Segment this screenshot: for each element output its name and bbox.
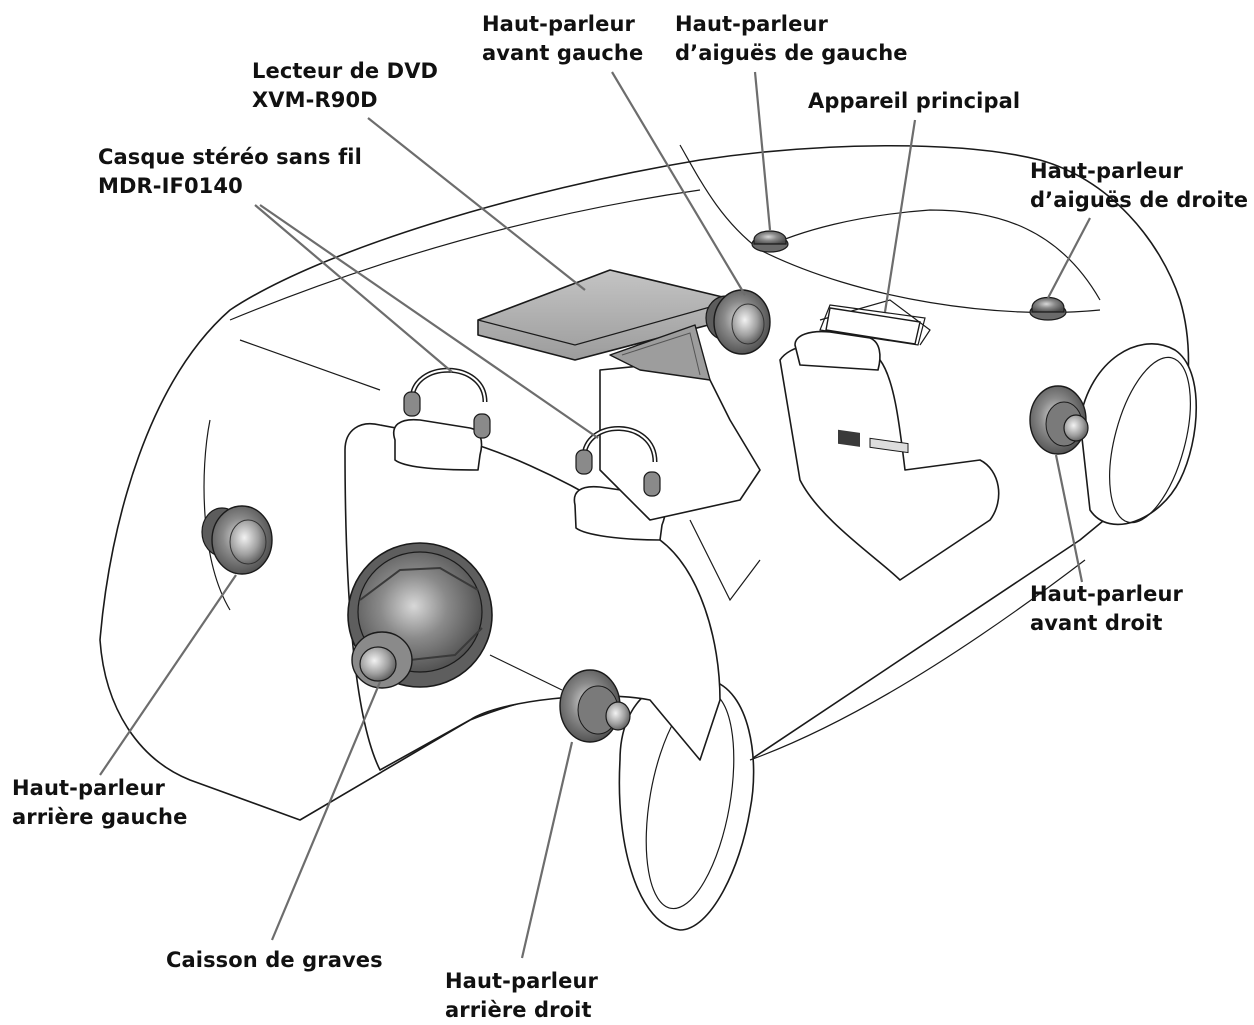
label-subwoofer-line1: Caisson de graves	[166, 948, 383, 972]
label-rear-left-line1: Haut-parleur	[12, 776, 165, 800]
label-main-unit-line1: Appareil principal	[808, 89, 1021, 113]
leader-headphones-2	[259, 204, 599, 439]
leader-lines	[99, 71, 1091, 959]
rear-left-speaker	[201, 505, 273, 575]
leader-main-unit	[883, 119, 917, 313]
leader-dvd	[367, 117, 586, 291]
tweeter-left	[751, 230, 789, 253]
leader-headphones-1	[254, 204, 453, 373]
main-unit-head	[825, 307, 921, 454]
front-left-speaker	[705, 289, 771, 355]
front-right-speaker	[1029, 385, 1089, 455]
label-headphones-line2: MDR-IF0140	[98, 174, 243, 198]
label-tweeter-left-line1: Haut-parleur	[675, 12, 828, 36]
label-tweeter-left-line2: d’aiguës de gauche	[675, 41, 908, 65]
label-tweeter-right-line1: Haut-parleur	[1030, 159, 1183, 183]
label-dvd-line1: Lecteur de DVD	[252, 59, 439, 83]
label-headphones-line1: Casque stéréo sans fil	[98, 145, 362, 169]
label-front-left-speaker: Haut-parleur avant gauche	[482, 10, 643, 68]
dvd-player-unit	[477, 269, 736, 381]
label-tweeter-left: Haut-parleur d’aiguës de gauche	[675, 10, 908, 68]
rear-right-speaker	[559, 669, 631, 743]
label-front-left-line2: avant gauche	[482, 41, 644, 65]
label-headphones: Casque stéréo sans fil MDR-IF0140	[98, 143, 362, 201]
leader-rear-right	[520, 741, 574, 959]
label-rear-left-line2: arrière gauche	[12, 805, 188, 829]
leader-front-right	[1054, 454, 1084, 583]
tweeter-right	[1029, 296, 1067, 321]
label-tweeter-right-line2: d’aiguës de droite	[1030, 188, 1249, 212]
leader-rear-left	[99, 574, 237, 776]
leader-front-left	[611, 71, 746, 296]
label-front-right-line2: avant droit	[1030, 611, 1163, 635]
label-rear-left-speaker: Haut-parleur arrière gauche	[12, 774, 187, 832]
headphones-right	[575, 426, 661, 497]
leader-tweeter-left	[753, 71, 772, 231]
label-subwoofer: Caisson de graves	[166, 946, 383, 975]
label-rear-right-line1: Haut-parleur	[445, 969, 598, 993]
label-dvd-line2: XVM-R90D	[252, 88, 378, 112]
label-front-right-line1: Haut-parleur	[1030, 582, 1183, 606]
leader-tweeter-right	[1047, 217, 1091, 299]
label-front-left-line1: Haut-parleur	[482, 12, 635, 36]
label-rear-right-line2: arrière droit	[445, 998, 592, 1022]
leader-subwoofer	[270, 681, 382, 941]
label-front-right-speaker: Haut-parleur avant droit	[1030, 580, 1183, 638]
subwoofer-speaker	[347, 542, 493, 689]
label-rear-right-speaker: Haut-parleur arrière droit	[445, 967, 598, 1025]
label-main-unit: Appareil principal	[808, 87, 1020, 116]
label-tweeter-right: Haut-parleur d’aiguës de droite	[1030, 157, 1248, 215]
label-dvd-player: Lecteur de DVD XVM-R90D	[252, 57, 438, 115]
